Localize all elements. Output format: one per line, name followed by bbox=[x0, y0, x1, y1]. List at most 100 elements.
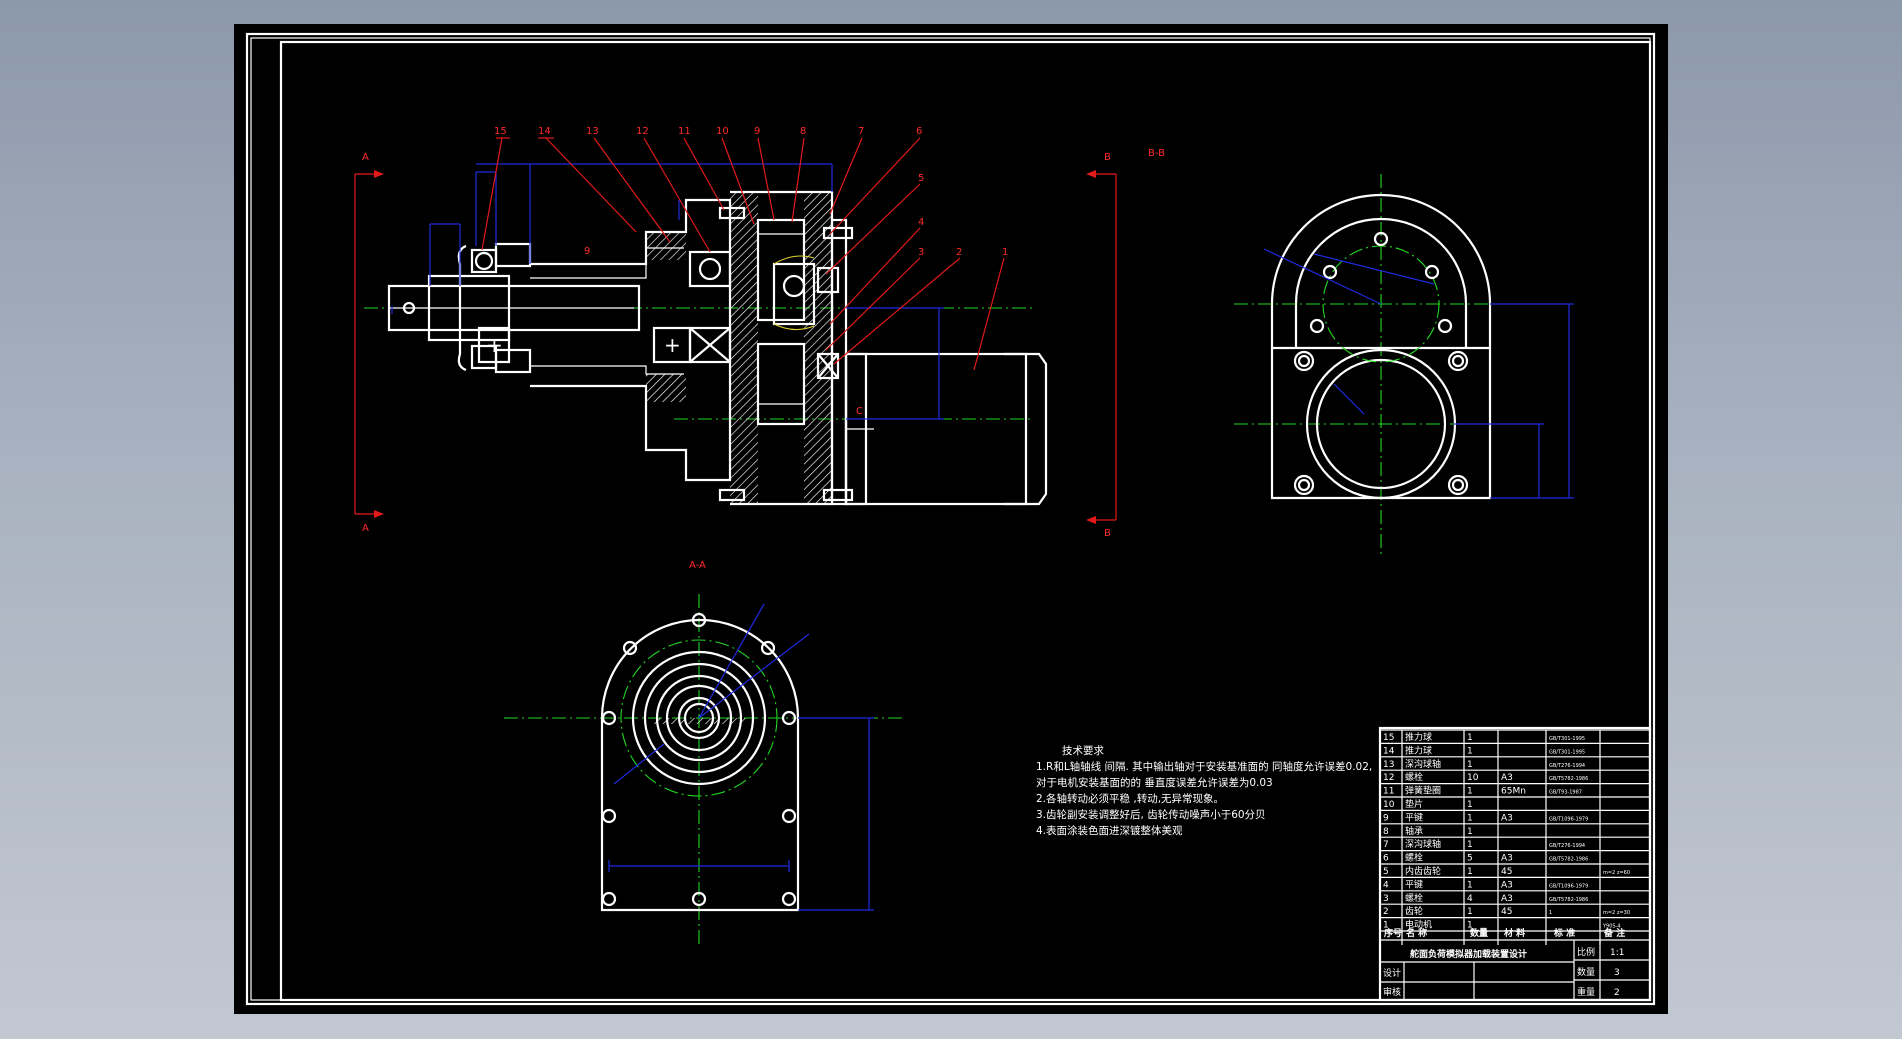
balloon-3: 3 bbox=[918, 247, 924, 258]
parts-cell-std: GB/T5782-1986 bbox=[1549, 897, 1588, 903]
balloon-5: 5 bbox=[918, 173, 924, 184]
parts-cell-qty: 1 bbox=[1467, 907, 1473, 917]
parts-cell-qty: 1 bbox=[1467, 880, 1473, 890]
parts-cell-qty: 5 bbox=[1467, 854, 1473, 864]
balloon-9: 9 bbox=[754, 126, 760, 137]
parts-cell-name: 螺栓 bbox=[1405, 852, 1423, 864]
parts-cell-no: 15 bbox=[1383, 733, 1394, 743]
parts-cell-name: 轴承 bbox=[1405, 825, 1423, 837]
parts-cell-mat: A3 bbox=[1501, 854, 1513, 864]
tech-note-4: 4.表面涂装色面进深镀整体美观 bbox=[1036, 824, 1183, 837]
parts-cell-note: Y90S-4 bbox=[1602, 924, 1621, 930]
tech-note-3: 3.齿轮副安装调整好后, 齿轮传动噪声小于60分贝 bbox=[1036, 808, 1266, 821]
cad-viewport[interactable]: A A B B + bbox=[234, 24, 1668, 1014]
tech-note-2: 2.各轴转动必须平稳 ,转动,无异常现象。 bbox=[1036, 792, 1224, 805]
sheet-value-scale: 1:1 bbox=[1610, 948, 1624, 958]
parts-cell-no: 14 bbox=[1383, 746, 1395, 756]
parts-grid bbox=[1379, 729, 1651, 945]
parts-cell-name: 推力球 bbox=[1405, 744, 1432, 756]
parts-cell-no: 12 bbox=[1383, 773, 1394, 783]
parts-cell-mat: 45 bbox=[1501, 867, 1512, 877]
parts-cell-name: 弹簧垫圈 bbox=[1405, 785, 1441, 797]
section-marker-b-bottom: B bbox=[1104, 528, 1111, 539]
balloon-6: 6 bbox=[916, 126, 922, 137]
parts-cell-std: GB/T301-1995 bbox=[1549, 736, 1585, 742]
a-a-section-view: A-A bbox=[504, 560, 904, 944]
parts-cell-qty: 1 bbox=[1467, 787, 1473, 797]
parts-cell-mat: A3 bbox=[1501, 880, 1513, 890]
parts-cell-std: GB/T5782-1986 bbox=[1549, 857, 1588, 863]
balloon-8: 8 bbox=[800, 126, 806, 137]
parts-cell-no: 7 bbox=[1383, 840, 1389, 850]
sheet-value-weight: 2 bbox=[1614, 988, 1620, 998]
parts-cell-qty: 1 bbox=[1467, 746, 1473, 756]
header-qty: 数量 bbox=[1470, 927, 1488, 939]
parts-cell-name: 螺栓 bbox=[1405, 771, 1423, 783]
parts-cell-qty: 1 bbox=[1467, 813, 1473, 823]
parts-cell-qty: 1 bbox=[1467, 733, 1473, 743]
parts-cell-std: 1 bbox=[1549, 910, 1552, 916]
parts-cell-qty: 1 bbox=[1467, 827, 1473, 837]
balloon-13: 13 bbox=[586, 126, 599, 137]
parts-cell-no: 8 bbox=[1383, 827, 1389, 837]
balloon-10: 10 bbox=[716, 126, 729, 137]
parts-cell-qty: 1 bbox=[1467, 867, 1473, 877]
section-marker-a-bottom: A bbox=[362, 523, 369, 534]
parts-cell-note: m=2 z=30 bbox=[1603, 910, 1630, 916]
parts-cell-std: GB/T1096-1979 bbox=[1549, 883, 1588, 889]
header-std: 标 准 bbox=[1553, 927, 1575, 939]
header-note: 备 注 bbox=[1603, 927, 1625, 939]
balloon-12: 12 bbox=[636, 126, 649, 137]
parts-cell-name: 平键 bbox=[1405, 811, 1423, 823]
parts-cell-no: 2 bbox=[1383, 907, 1389, 917]
parts-cell-no: 5 bbox=[1383, 867, 1389, 877]
svg-text:+: + bbox=[486, 333, 503, 357]
parts-cell-no: 6 bbox=[1383, 854, 1389, 864]
parts-cell-name: 深沟球轴 bbox=[1405, 838, 1441, 850]
parts-cell-no: 1 bbox=[1383, 921, 1389, 931]
parts-cell-no: 9 bbox=[1383, 813, 1389, 823]
parts-cell-no: 10 bbox=[1383, 800, 1395, 810]
parts-cell-no: 4 bbox=[1383, 880, 1389, 890]
parts-cell-name: 垫片 bbox=[1405, 798, 1423, 810]
section-marker-a-top: A bbox=[362, 152, 369, 163]
balloon-7: 7 bbox=[858, 126, 864, 137]
inner-label-c: C bbox=[856, 406, 863, 417]
parts-cell-std: GB/T301-1995 bbox=[1549, 749, 1585, 755]
view-title-b-b: B-B bbox=[1148, 148, 1165, 159]
parts-cell-no: 3 bbox=[1383, 894, 1389, 904]
parts-cell-qty: 1 bbox=[1467, 921, 1473, 931]
tech-note-1b: 对于电机安装基面的的 垂直度误差允许误差为0.03 bbox=[1036, 776, 1273, 789]
inner-label-9: 9 bbox=[584, 246, 590, 257]
b-b-section-view: B-B bbox=[1148, 148, 1574, 554]
parts-cell-no: 11 bbox=[1383, 787, 1394, 797]
parts-cell-qty: 1 bbox=[1467, 840, 1473, 850]
parts-cell-name: 齿轮 bbox=[1405, 905, 1423, 917]
parts-cell-mat: 45 bbox=[1501, 907, 1512, 917]
parts-cell-name: 螺栓 bbox=[1405, 892, 1423, 904]
parts-cell-qty: 10 bbox=[1467, 773, 1479, 783]
parts-cell-std: GB/T276-1994 bbox=[1549, 763, 1585, 769]
parts-cell-note: m=2 z=60 bbox=[1603, 870, 1630, 876]
sheet-label-scale: 比例 bbox=[1577, 946, 1595, 958]
sheet-label-qty: 数量 bbox=[1577, 966, 1595, 978]
parts-cell-mat: 65Mn bbox=[1501, 787, 1526, 797]
balloon-1: 1 bbox=[1002, 247, 1008, 258]
section-marker-b-top: B bbox=[1104, 152, 1111, 163]
parts-cell-mat: A3 bbox=[1501, 813, 1513, 823]
parts-cell-mat: A3 bbox=[1501, 894, 1513, 904]
drawing-title: 舵面负荷模拟器加载装置设计 bbox=[1410, 948, 1527, 960]
view-title-a-a: A-A bbox=[689, 560, 706, 571]
sign-label-review: 审核 bbox=[1383, 986, 1401, 998]
parts-cell-name: 深沟球轴 bbox=[1405, 758, 1441, 770]
balloon-15: 15 bbox=[494, 126, 507, 137]
balloon-14: 14 bbox=[538, 126, 551, 137]
parts-cell-std: GB/T5782-1986 bbox=[1549, 776, 1588, 782]
parts-header-row: 序号 名 称 数量 材 料 标 准 备 注 bbox=[1384, 927, 1625, 939]
drawing-frame bbox=[245, 32, 1656, 1006]
parts-cell-std: GB/T93-1987 bbox=[1549, 790, 1582, 796]
main-section-view: A A B B + bbox=[354, 126, 1117, 539]
parts-cell-qty: 4 bbox=[1467, 894, 1473, 904]
